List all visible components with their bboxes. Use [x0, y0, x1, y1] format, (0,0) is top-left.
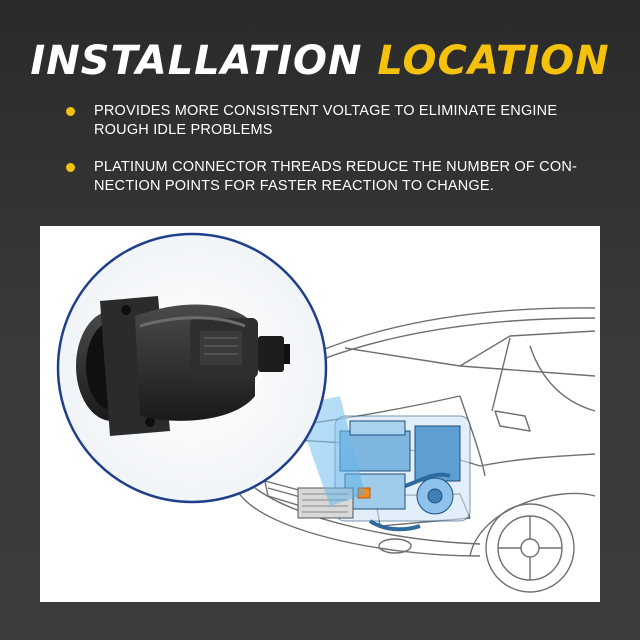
feature-list: PROVIDES MORE CONSISTENT VOLTAGE TO ELIM…	[64, 102, 604, 214]
sensor-closeup	[56, 232, 328, 504]
installation-illustration	[40, 226, 600, 602]
title-word-installation: INSTALLATION	[30, 38, 363, 84]
feature-text: PROVIDES MORE CONSISTENT VOLTAGE TO ELIM…	[94, 103, 558, 138]
feature-item: PROVIDES MORE CONSISTENT VOLTAGE TO ELIM…	[64, 102, 604, 140]
feature-item: PLATINUM CONNECTOR THREADS REDUCE THE NU…	[64, 158, 604, 196]
bullet-dot-icon	[66, 163, 75, 172]
bullet-dot-icon	[66, 107, 75, 116]
page-title: INSTALLATION LOCATION	[0, 38, 640, 84]
feature-text: PLATINUM CONNECTOR THREADS REDUCE THE NU…	[94, 159, 578, 194]
title-word-location: LOCATION	[377, 38, 610, 84]
